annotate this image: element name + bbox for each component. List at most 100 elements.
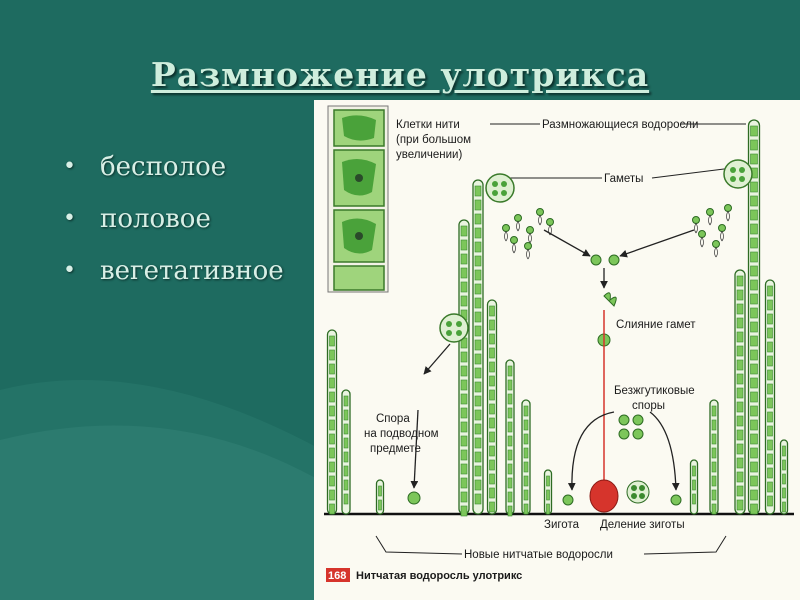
filament-cell <box>329 461 335 473</box>
gamete-flagellum <box>528 232 532 244</box>
filament-cell <box>460 295 468 307</box>
filament-cell <box>750 237 758 249</box>
fusion-sequence <box>407 254 682 513</box>
filament-cell <box>782 487 786 499</box>
filament-cell <box>489 361 495 373</box>
filament-cell <box>460 239 468 251</box>
caption-text: Нитчатая водоросль улотрикс <box>356 570 522 582</box>
filament-cell <box>750 363 758 375</box>
filament-cell <box>343 465 349 477</box>
filament-cell <box>460 253 468 265</box>
filament-cell <box>750 209 758 221</box>
filament-cell <box>474 241 482 253</box>
filament-cell <box>782 473 786 485</box>
filament-cell <box>489 431 495 443</box>
gamete-flagellum <box>504 230 508 242</box>
filament-cell <box>750 405 758 417</box>
filament-cell <box>474 395 482 407</box>
gamete-flagellum <box>512 242 516 254</box>
filament-cell <box>489 375 495 387</box>
filament-cell <box>750 433 758 445</box>
bullet-text: вегетативное <box>100 256 284 286</box>
label-cells-1: Клетки нити <box>396 119 460 131</box>
filament-cell <box>343 493 349 505</box>
figure-panel <box>314 100 800 600</box>
bullet-list: •бесполое •половое •вегетативное <box>55 148 284 304</box>
label-division: Деление зиготы <box>600 519 685 531</box>
gamete <box>724 204 732 212</box>
filament-cell <box>767 327 773 339</box>
filament-cell <box>474 493 482 505</box>
filament-cell <box>750 153 758 165</box>
label-flagless-2: споры <box>632 400 665 412</box>
magnified-cells-inset <box>327 105 389 293</box>
ulothrix-diagram: Клетки нити (при большом увеличении) Раз… <box>314 100 800 600</box>
slide-title: Размножение улотрикса <box>150 55 650 94</box>
filament-cell <box>474 311 482 323</box>
filament-cell <box>507 435 513 447</box>
filament-cell <box>750 475 758 487</box>
filament-cell <box>507 393 513 405</box>
label-spore-1: Спора <box>376 413 410 425</box>
label-cells-3: увеличении) <box>396 149 462 161</box>
gamete <box>526 226 534 234</box>
label-flagless-1: Безжгутиковые <box>614 385 695 397</box>
gamete <box>712 240 720 248</box>
filament-cell <box>460 365 468 377</box>
filament-cell <box>474 339 482 351</box>
filament-cell <box>711 433 717 445</box>
filament-cell <box>736 275 744 287</box>
filaments-group <box>326 119 789 517</box>
filament-cell <box>474 297 482 309</box>
filament-cell <box>767 299 773 311</box>
filament-cell <box>736 359 744 371</box>
gamete <box>514 214 522 222</box>
filament-cell <box>329 503 335 515</box>
filament-cell <box>750 139 758 151</box>
filament-cell <box>750 335 758 347</box>
gamete-flagellum <box>720 230 724 242</box>
filament-cell <box>711 461 717 473</box>
gamete <box>510 236 518 244</box>
filament-cell <box>767 341 773 353</box>
filament-cell <box>736 373 744 385</box>
filament-cell <box>460 449 468 461</box>
filament-cell <box>507 407 513 419</box>
gamete <box>546 218 554 226</box>
filament-cell <box>489 347 495 359</box>
filament-cell <box>489 473 495 485</box>
filament-cell <box>507 365 513 377</box>
gamete <box>536 208 544 216</box>
filament-cell <box>750 349 758 361</box>
label-spore-3: предмете <box>370 443 421 455</box>
filament-cell <box>474 325 482 337</box>
filament-cell <box>767 383 773 395</box>
filament-cell <box>474 437 482 449</box>
filament-cell <box>460 505 468 517</box>
filament-cell <box>474 367 482 379</box>
filament-cell <box>711 405 717 417</box>
gamete <box>706 208 714 216</box>
bullet-item: •бесполое <box>55 148 284 200</box>
process-arrows <box>410 229 695 491</box>
filament-cell <box>767 313 773 325</box>
filament-cell <box>692 465 696 477</box>
filament-cell <box>507 421 513 433</box>
gamete-flagellum <box>708 214 712 226</box>
filament-cell <box>523 405 529 417</box>
filament-cell <box>329 433 335 445</box>
bullet-dot-icon: • <box>63 206 76 231</box>
filament-cell <box>782 501 786 513</box>
filament-cell <box>329 489 335 501</box>
gametangia <box>439 159 753 343</box>
filament-cell <box>736 471 744 483</box>
gamete-flagellum <box>538 214 542 226</box>
filament-cell <box>736 289 744 301</box>
filament-cell <box>736 443 744 455</box>
filament-cell <box>711 419 717 431</box>
label-gametes: Гаметы <box>604 173 643 185</box>
bullet-dot-icon: • <box>63 258 76 283</box>
filament-cell <box>489 445 495 457</box>
gamete-flagellum <box>700 236 704 248</box>
filament-cell <box>750 195 758 207</box>
